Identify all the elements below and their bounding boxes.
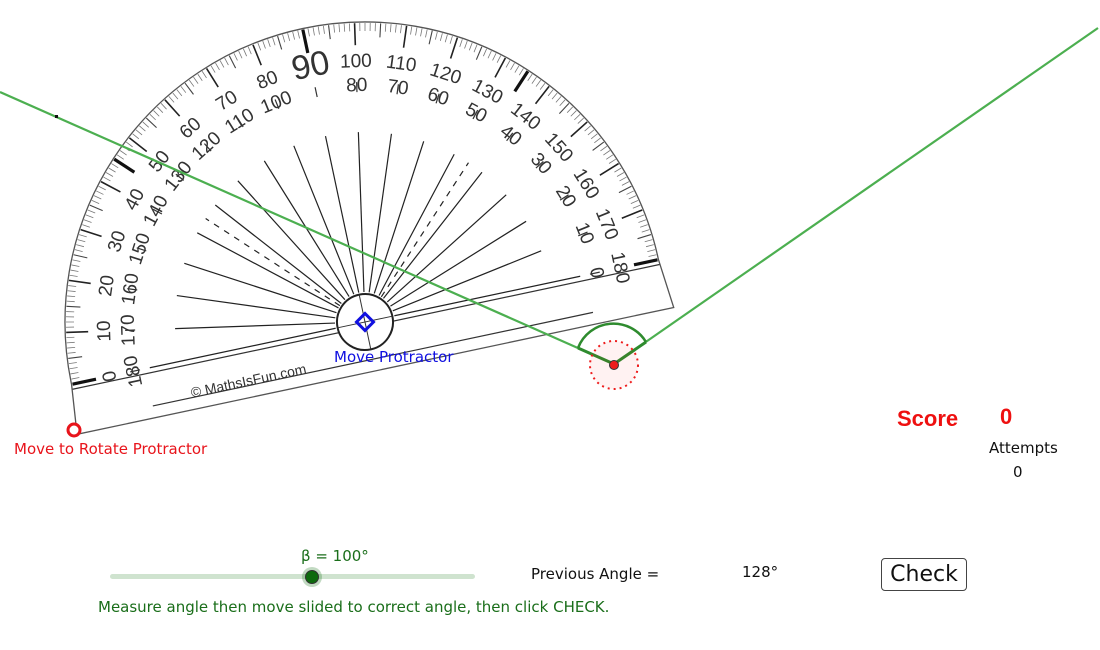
svg-text:10: 10 [94,320,116,342]
previous-angle-value: 128° [742,563,779,581]
rotate-protractor-label: Move to Rotate Protractor [14,440,208,458]
svg-text:90: 90 [288,43,333,88]
svg-text:110: 110 [385,52,418,77]
svg-text:20: 20 [95,274,119,298]
angle-arc [576,322,648,349]
slider-value-label: β = 100° [301,547,369,565]
svg-text:170: 170 [118,314,140,346]
attempts-value: 0 [1013,463,1023,481]
angle-arc-edge-right [613,340,647,366]
previous-angle-label: Previous Angle = [531,565,660,583]
protractor-body [64,21,675,436]
rotate-protractor-handle[interactable] [66,422,82,438]
check-button[interactable]: Check [881,558,967,591]
move-protractor-label: Move Protractor [334,348,454,366]
angle-slider-track[interactable] [110,574,475,579]
score-value: 0 [1000,404,1013,429]
svg-text:70: 70 [386,76,410,100]
protractor[interactable]: 0180101702016030150401405013060120701108… [4,0,675,436]
svg-text:160: 160 [118,272,143,306]
protractor-ticks [66,23,658,386]
angle-slider-thumb[interactable] [305,570,319,584]
score-label: Score [897,406,959,431]
protractor-base-line-2 [152,311,594,407]
move-protractor-handle[interactable] [354,311,376,333]
angle-arc-edge-left [577,346,615,366]
attempts-label: Attempts [989,439,1058,457]
svg-text:100: 100 [340,51,372,73]
center-crosshair-horizontal [337,315,393,329]
angle-ray-right[interactable] [613,27,1099,365]
protractor-rays [149,132,581,369]
svg-text:80: 80 [346,75,368,97]
vertex-point[interactable] [609,360,619,370]
ray-point-marker[interactable] [55,115,58,118]
angle-ray-left[interactable] [0,90,615,366]
instructions-text: Measure angle then move slided to correc… [98,598,610,616]
